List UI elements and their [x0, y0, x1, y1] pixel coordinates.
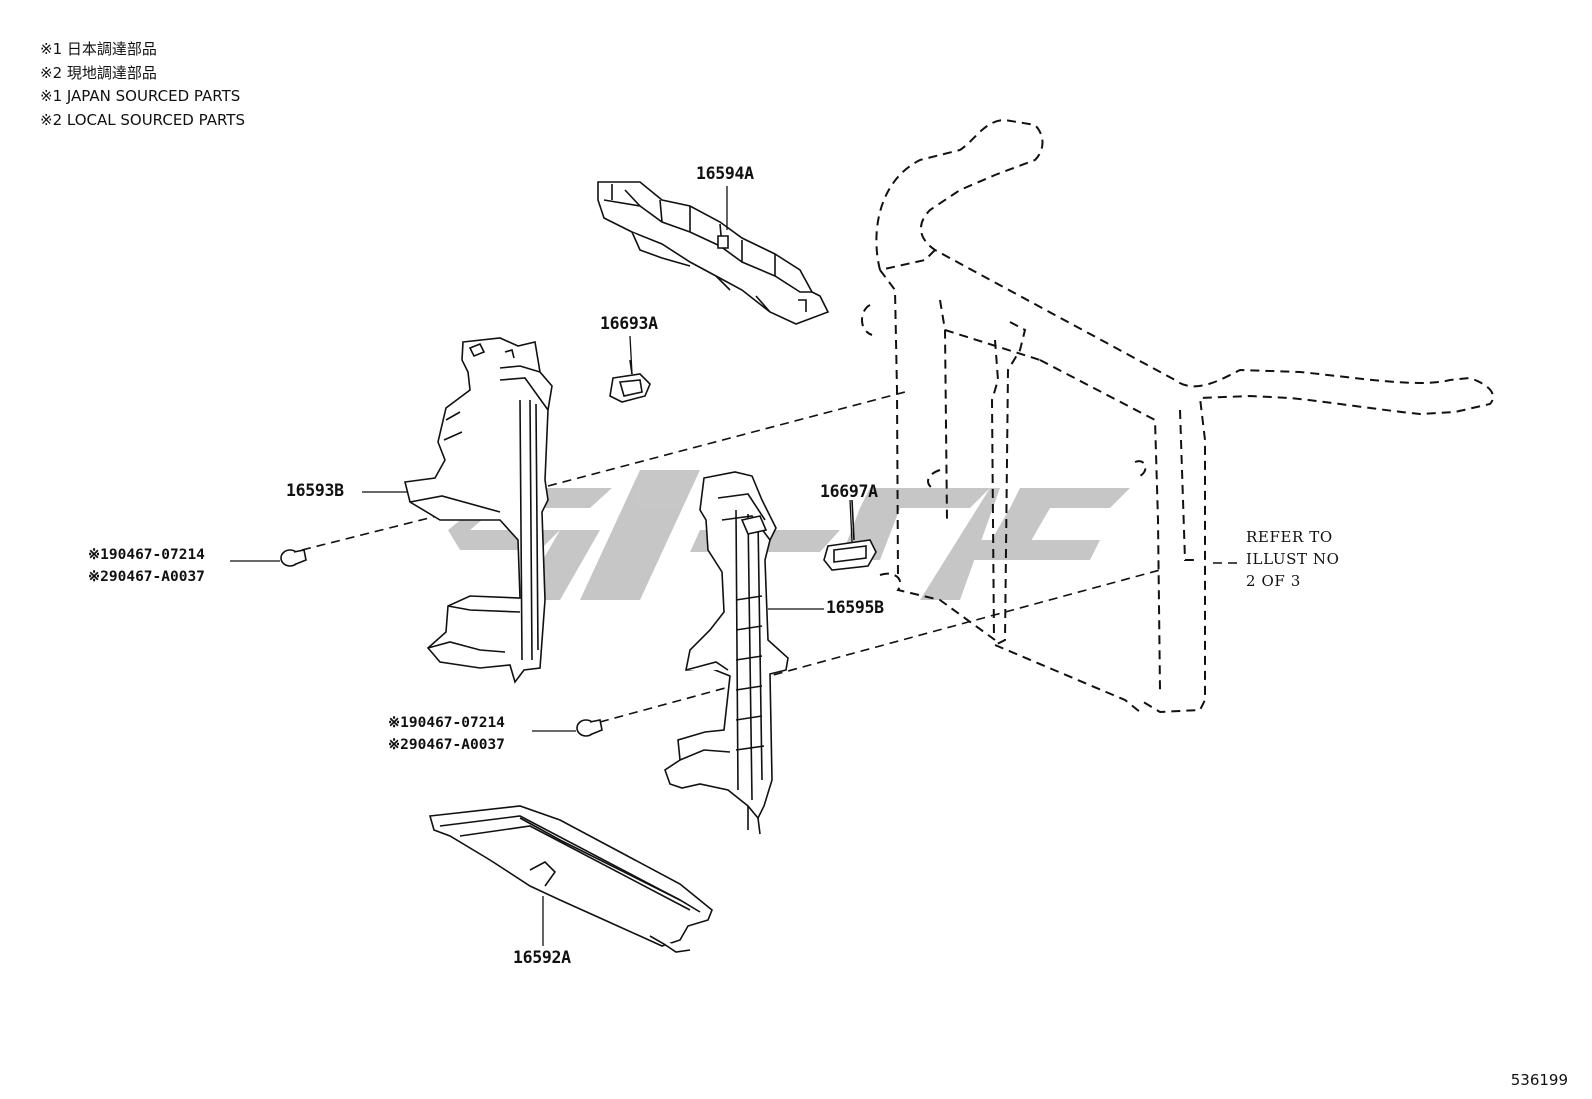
- fastener-upper-japan[interactable]: ※190467-07214: [88, 547, 205, 563]
- fastener-upper-local[interactable]: ※290467-A0037: [88, 569, 205, 585]
- clip-fastener-lower: [576, 719, 603, 737]
- clip-fastener-upper: [280, 549, 307, 567]
- part-label-16594A[interactable]: 16594A: [696, 164, 754, 183]
- note-japan-en: ※1 JAPAN SOURCED PARTS: [40, 87, 241, 105]
- watermark-logo: [448, 470, 1130, 600]
- part-16595B-drawing: [664, 471, 789, 835]
- mounting-leaders: [301, 391, 1243, 723]
- fastener-lower-japan[interactable]: ※190467-07214: [388, 715, 505, 731]
- diagram-id: 536199: [1510, 1071, 1568, 1089]
- fastener-label-lower[interactable]: ※190467-07214 ※290467-A0037: [388, 712, 505, 756]
- note-local-en: ※2 LOCAL SOURCED PARTS: [40, 110, 245, 129]
- callout-leaders: [230, 186, 853, 946]
- sourcing-notes: ※1 日本調達部品 ※2 現地調達部品 ※1 JAPAN SOURCED PAR…: [40, 38, 245, 132]
- part-16697A-drawing: [823, 499, 877, 571]
- part-label-16693A[interactable]: 16693A: [600, 314, 658, 333]
- part-label-16595B[interactable]: 16595B: [826, 598, 884, 617]
- refer-line-1: REFER TO: [1246, 528, 1333, 546]
- part-label-16592A[interactable]: 16592A: [513, 948, 571, 967]
- part-label-16697A[interactable]: 16697A: [820, 482, 878, 501]
- part-label-16593B[interactable]: 16593B: [286, 481, 344, 500]
- fastener-lower-local[interactable]: ※290467-A0037: [388, 737, 505, 753]
- part-16593B-drawing: [404, 337, 553, 684]
- refer-line-3: 2 OF 3: [1246, 572, 1301, 590]
- fastener-label-upper[interactable]: ※190467-07214 ※290467-A0037: [88, 544, 205, 588]
- part-16693A-drawing: [609, 359, 651, 403]
- note-japan-jp: ※1 日本調達部品: [40, 40, 157, 58]
- radiator-support-frame: [861, 118, 1495, 714]
- refer-note: REFER TO ILLUST NO 2 OF 3: [1246, 526, 1340, 592]
- refer-line-2: ILLUST NO: [1246, 550, 1340, 568]
- note-local-jp: ※2 現地調達部品: [40, 63, 157, 82]
- part-16594A-drawing: [597, 181, 830, 325]
- part-16592A-drawing: [428, 805, 713, 953]
